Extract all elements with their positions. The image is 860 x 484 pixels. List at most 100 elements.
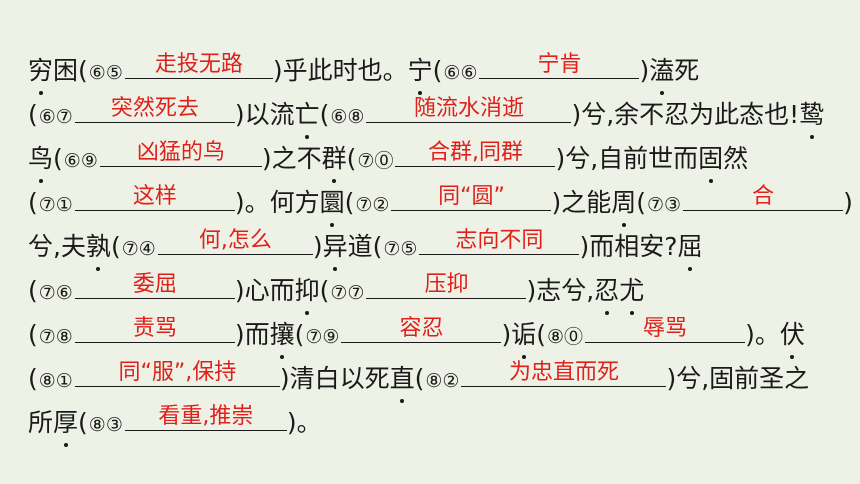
text-segment: ) <box>639 56 650 85</box>
emphasized-character: 群 <box>322 139 347 183</box>
text-segment: )以流 <box>234 100 295 129</box>
question-number: ⑦① <box>38 194 73 216</box>
answer-blank: 志向不同 <box>419 226 580 255</box>
emphasized-character: 亡 <box>295 95 320 139</box>
answer-text: 辱骂 <box>643 316 688 341</box>
question-number: ⑦⑦ <box>330 282 365 304</box>
text-segment: )。何方 <box>234 188 320 217</box>
text-segment: ( <box>28 100 38 129</box>
text-segment: )兮,余不忍为此态也! <box>571 100 800 129</box>
text-segment: ) <box>501 320 512 349</box>
answer-text: 同“圆” <box>438 184 505 209</box>
question-number: ⑥⑦ <box>38 106 73 128</box>
text-segment: ( <box>28 364 38 393</box>
answer-blank: 责骂 <box>74 314 235 343</box>
answer-blank: 走投无路 <box>124 50 273 79</box>
text-segment: ( <box>78 408 88 437</box>
text-segment: ( <box>536 320 547 349</box>
text-segment: 道( <box>347 232 383 261</box>
text-segment: )兮,自前世而 <box>555 144 699 173</box>
answer-blank: 委屈 <box>74 270 235 299</box>
answer-blank: 压抑 <box>366 270 527 299</box>
emphasized-character: 孰 <box>86 227 111 271</box>
emphasized-character: 诟 <box>511 315 536 359</box>
text-segment: ( <box>319 100 330 129</box>
text-segment: )志兮, <box>526 276 595 305</box>
answer-text: 同“服”,保持 <box>118 360 237 385</box>
emphasized-character: 伏 <box>780 315 805 359</box>
answer-text: 委屈 <box>132 272 177 297</box>
text-segment: ( <box>346 144 357 173</box>
answer-blank: 这样 <box>74 182 235 211</box>
text-segment: ( <box>636 188 647 217</box>
question-number: ⑦② <box>355 194 390 216</box>
emphasized-character: 溘 <box>649 51 674 95</box>
answer-text: 志向不同 <box>455 228 544 253</box>
answer-text: 宁肯 <box>537 52 582 77</box>
question-number: ⑦⑥ <box>38 282 73 304</box>
text-segment: ( <box>110 232 121 261</box>
answer-blank: 容忍 <box>341 314 502 343</box>
emphasized-character: 异 <box>323 227 348 271</box>
answer-blank: 同“圆” <box>391 182 552 211</box>
emphasized-character: 鸷 <box>799 95 824 139</box>
question-number: ⑥⑥ <box>443 62 478 84</box>
question-number: ⑥⑤ <box>88 62 123 84</box>
text-segment: )清白以死 <box>279 364 390 393</box>
emphasized-character: 鸟 <box>28 139 53 183</box>
emphasized-character: 宁 <box>408 51 433 95</box>
question-number: ⑦⑨ <box>305 326 340 348</box>
text-segment: ( <box>344 188 355 217</box>
question-number: ⑦⑧ <box>38 326 73 348</box>
answer-blank: 凶猛的鸟 <box>99 138 262 167</box>
answer-blank: 合群,同群 <box>395 138 556 167</box>
text-segment: )之能 <box>551 188 612 217</box>
question-number: ⑦⓪ <box>357 150 394 172</box>
answer-text: 突然死去 <box>110 96 199 121</box>
text-segment: ( <box>28 320 38 349</box>
text-segment: 困( <box>53 56 88 85</box>
emphasized-character: 忍 <box>594 271 619 315</box>
answer-text: 合 <box>752 184 775 209</box>
text-segment: 死 <box>674 56 700 85</box>
text-segment: ) <box>843 188 853 217</box>
text-segment: )。 <box>286 408 322 437</box>
emphasized-character: 固 <box>698 139 723 183</box>
answer-blank: 随流水消逝 <box>366 94 572 123</box>
emphasized-character: 抑 <box>295 271 320 315</box>
answer-text: 看重,推崇 <box>158 404 254 429</box>
answer-text: 何,怎么 <box>198 228 272 253</box>
answer-text: 随流水消逝 <box>413 96 524 121</box>
text-segment: ( <box>414 364 425 393</box>
answer-text: 为忠直而死 <box>508 360 619 385</box>
question-number: ⑥⑧ <box>330 106 365 128</box>
emphasized-character: 圜 <box>320 183 345 227</box>
answer-text: 压抑 <box>424 272 469 297</box>
text-line: 所厚(⑧③ 看重,推崇 )。 <box>28 402 322 447</box>
text-segment: ) <box>312 232 323 261</box>
question-number: ⑦⑤ <box>383 238 418 260</box>
text-segment: )心而 <box>234 276 295 305</box>
question-number: ⑧③ <box>88 414 123 436</box>
answer-blank: 突然死去 <box>74 94 235 123</box>
text-segment: )乎此时也。 <box>272 56 408 85</box>
text-segment: )而相安? <box>579 232 678 261</box>
question-number: ⑧① <box>38 370 73 392</box>
text-segment: ( <box>432 56 443 85</box>
question-number: ⑧⓪ <box>547 326 584 348</box>
question-number: ⑦④ <box>121 238 156 260</box>
emphasized-character: 攘 <box>270 315 295 359</box>
emphasized-character: 厚 <box>53 403 78 447</box>
text-segment: 所 <box>28 408 54 437</box>
answer-text: 容忍 <box>399 316 444 341</box>
answer-blank: 合 <box>683 182 844 211</box>
text-segment: ( <box>53 144 63 173</box>
emphasized-character: 屈 <box>677 227 702 271</box>
